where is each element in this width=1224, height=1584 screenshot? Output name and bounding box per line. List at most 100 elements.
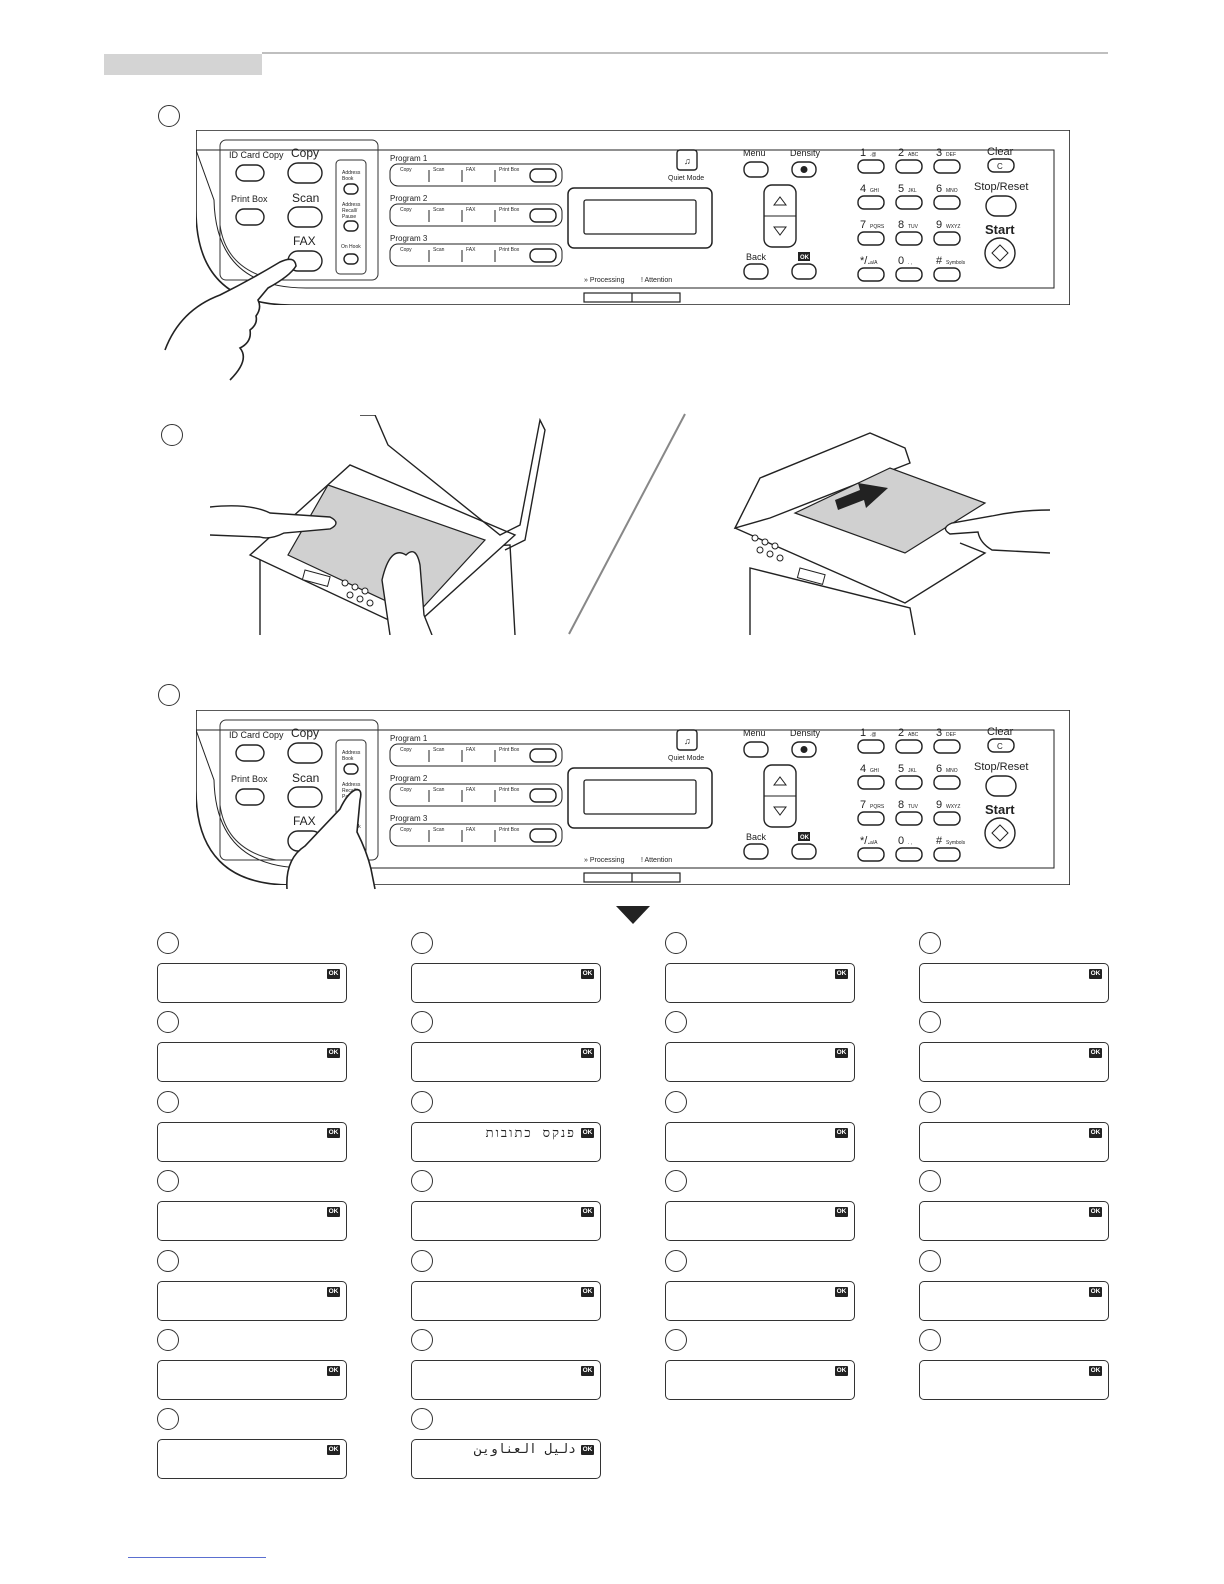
keypad-key-12[interactable] <box>933 267 961 282</box>
print-box-button[interactable] <box>235 788 265 806</box>
key-number: 5 <box>898 763 904 775</box>
print-box-button[interactable] <box>235 208 265 226</box>
language-marker <box>665 932 687 954</box>
stop-reset-button[interactable] <box>985 195 1017 217</box>
up-arrow-icon[interactable] <box>773 196 787 206</box>
back-button[interactable] <box>743 263 769 280</box>
ok-button[interactable] <box>791 843 817 860</box>
key-letters: DEF <box>946 732 956 738</box>
control-panel-step-1: ID Card Copy Copy Print Box Scan FAX Add… <box>196 130 1070 305</box>
keypad-key-2[interactable] <box>895 739 923 754</box>
step-2-marker <box>161 424 183 446</box>
start-button[interactable] <box>984 817 1016 849</box>
down-arrow-icon <box>616 906 650 924</box>
keypad-key-7[interactable] <box>857 811 885 826</box>
program-slot-label: FAX <box>466 827 476 833</box>
language-marker <box>411 1011 433 1034</box>
back-button[interactable] <box>743 843 769 860</box>
keypad-key-1[interactable] <box>857 159 885 174</box>
key-number: 1 <box>860 727 866 739</box>
language-marker <box>411 1329 433 1351</box>
program-3-button[interactable] <box>529 248 557 263</box>
copy-label: Copy <box>291 146 319 160</box>
keypad-key-3[interactable] <box>933 159 961 174</box>
address-recall-button[interactable] <box>343 220 359 232</box>
stop-reset-button[interactable] <box>985 775 1017 797</box>
menu-label: Menu <box>743 728 766 738</box>
key-letters: DEF <box>946 152 956 158</box>
keypad-key-1[interactable] <box>857 739 885 754</box>
print-box-label: Print Box <box>231 194 268 204</box>
language-marker <box>919 1011 941 1034</box>
ok-label-box <box>798 252 810 261</box>
lcd-screen: OK <box>919 1280 1109 1321</box>
keypad-key-9[interactable] <box>933 811 961 826</box>
program-3-button[interactable] <box>529 828 557 843</box>
open-cover <box>360 415 546 551</box>
down-arrow-icon[interactable] <box>773 806 787 816</box>
menu-button[interactable] <box>743 741 769 758</box>
keypad-key-6[interactable] <box>933 775 961 790</box>
program-slot-label: Print Box <box>499 827 520 833</box>
hand-right <box>944 509 1051 554</box>
scan-button[interactable] <box>287 786 323 808</box>
program-1-button[interactable] <box>529 748 557 763</box>
address-book-button[interactable] <box>343 763 359 775</box>
key-letters: JKL <box>908 768 917 774</box>
copy-button[interactable] <box>287 162 323 184</box>
clear-button[interactable] <box>987 158 1015 173</box>
id-card-copy-button[interactable] <box>235 744 265 762</box>
clear-label: Clear <box>987 726 1014 738</box>
quiet-mode-icon: ♫ <box>684 156 691 166</box>
start-button[interactable] <box>984 237 1016 269</box>
language-marker <box>919 1329 941 1351</box>
keypad-key-8[interactable] <box>895 231 923 246</box>
keypad-key-3[interactable] <box>933 739 961 754</box>
keypad-key-12[interactable] <box>933 847 961 862</box>
on-hook-button[interactable] <box>343 253 359 265</box>
keypad-key-4[interactable] <box>857 195 885 210</box>
keypad-key-10[interactable] <box>857 267 885 282</box>
key-letters: .@ <box>870 732 876 738</box>
up-arrow-icon[interactable] <box>773 776 787 786</box>
lcd-display <box>583 779 697 815</box>
program-2-button[interactable] <box>529 788 557 803</box>
keypad-key-7[interactable] <box>857 231 885 246</box>
keypad-key-11[interactable] <box>895 267 923 282</box>
clear-button[interactable] <box>987 738 1015 753</box>
quiet-mode-label: Quiet Mode <box>668 755 704 762</box>
program-1-button[interactable] <box>529 168 557 183</box>
keypad-key-2[interactable] <box>895 159 923 174</box>
copy-button[interactable] <box>287 742 323 764</box>
keypad-key-5[interactable] <box>895 195 923 210</box>
keypad-key-5[interactable] <box>895 775 923 790</box>
quiet-mode-button[interactable] <box>676 149 698 171</box>
key-letters: WXYZ <box>946 224 960 230</box>
keypad-key-8[interactable] <box>895 811 923 826</box>
program-slot-label: Scan <box>433 747 445 753</box>
language-marker <box>411 1408 433 1431</box>
lcd-screen: OK <box>411 1201 601 1242</box>
keypad-key-9[interactable] <box>933 231 961 246</box>
back-label: Back <box>746 252 767 262</box>
on-hook-label: On Hook <box>341 244 361 250</box>
program-slot-label: Scan <box>433 787 445 793</box>
down-arrow-icon[interactable] <box>773 226 787 236</box>
program-slot-label: Print Box <box>499 167 520 173</box>
ok-badge: OK <box>1089 969 1102 979</box>
scan-button[interactable] <box>287 206 323 228</box>
address-book-button[interactable] <box>343 183 359 195</box>
keypad-key-4[interactable] <box>857 775 885 790</box>
id-card-copy-button[interactable] <box>235 164 265 182</box>
quiet-mode-button[interactable] <box>676 729 698 751</box>
insert-arrow-icon <box>835 483 888 510</box>
language-marker <box>665 1249 687 1272</box>
keypad-key-10[interactable] <box>857 847 885 862</box>
keypad-key-6[interactable] <box>933 195 961 210</box>
keypad-key-11[interactable] <box>895 847 923 862</box>
program-2-label: Program 2 <box>390 774 428 783</box>
ok-button[interactable] <box>791 263 817 280</box>
attention-label: ! Attention <box>641 277 672 284</box>
program-2-button[interactable] <box>529 208 557 223</box>
menu-button[interactable] <box>743 161 769 178</box>
